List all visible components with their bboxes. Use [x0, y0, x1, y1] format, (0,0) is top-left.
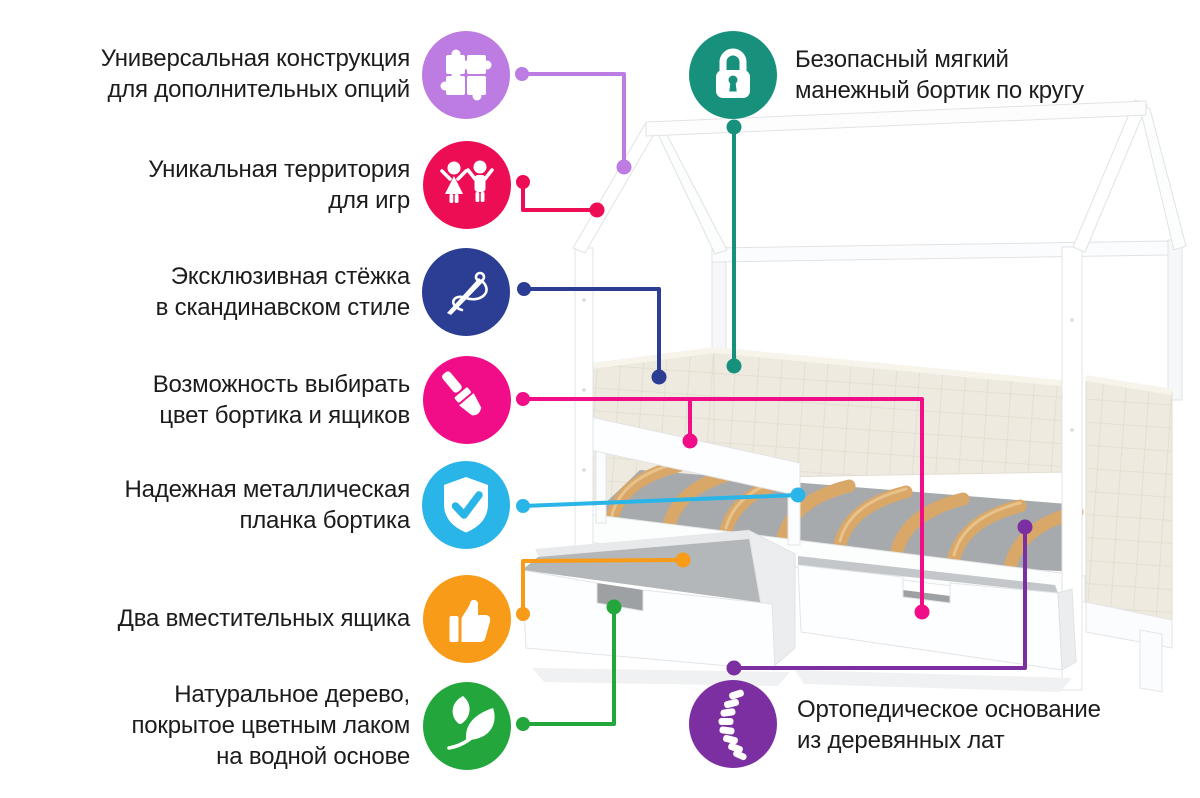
feature-label-orthopedic-base: Ортопедическое основание из деревянных л… — [797, 694, 1101, 756]
shield-check-icon — [422, 461, 510, 549]
feature-label-safe-bumper: Безопасный мягкий манежный бортик по кру… — [795, 44, 1084, 106]
bumper-foot-panel — [1085, 377, 1173, 621]
callout-dots-natural-wood — [516, 599, 622, 731]
lock-icon — [689, 31, 777, 119]
roof-ridge-beam — [645, 100, 1147, 137]
feature-line: Два вместительных ящика — [117, 605, 411, 632]
feature-label-exclusive-stitching: Эксклюзивная стёжка в скандинавском стил… — [155, 261, 411, 323]
callout-line-two-drawers — [521, 558, 685, 616]
callout-line-orthopedic-base — [732, 525, 1027, 670]
callout-dots-two-drawers — [516, 552, 691, 621]
callout-line-universal-construction — [520, 72, 626, 169]
kids-icon — [423, 141, 511, 229]
drawer-right-shadow — [795, 670, 1072, 692]
feature-label-unique-territory: Уникальная территория для игр — [148, 154, 410, 216]
feature-line: из деревянных лат — [797, 727, 1005, 754]
feature-line: в скандинавском стиле — [155, 294, 411, 321]
feature-line: Возможность выбирать — [152, 371, 411, 398]
drawer-left-front — [521, 569, 776, 671]
feature-line: Надежная металлическая — [124, 476, 411, 503]
callout-dots-color-choice — [516, 392, 930, 620]
callout-line-metal-plank — [521, 493, 800, 508]
feature-label-metal-plank: Надежная металлическая планка бортика — [124, 474, 411, 536]
bed-back-rail — [711, 240, 1169, 263]
feature-line: Уникальная территория — [148, 156, 410, 183]
drawer-right-side — [1057, 588, 1077, 671]
thumbs-up-icon — [423, 575, 511, 663]
callout-dots-safe-bumper — [726, 119, 742, 374]
drawer-left-floor — [522, 539, 772, 604]
feature-line: покрытое цветным лаком — [131, 712, 410, 739]
feature-line: Универсальная конструкция — [100, 45, 410, 72]
callout-dots-unique-territory — [516, 175, 605, 218]
feature-label-universal-construction: Универсальная конструкция для дополнител… — [101, 43, 410, 105]
right-gable-rear-slope — [1138, 103, 1187, 251]
callout-dots-metal-plank — [516, 487, 806, 513]
feature-line: Натуральное дерево, — [174, 681, 410, 708]
feature-label-two-drawers: Два вместительных ящика — [117, 603, 411, 634]
bed-illustration — [521, 99, 1187, 693]
callout-dots-universal-construction — [515, 67, 632, 175]
leaf-icon — [423, 682, 511, 770]
feature-label-natural-wood: Натуральное дерево, покрытое цветным лак… — [131, 679, 410, 772]
callout-dots-orthopedic-base — [726, 519, 1033, 676]
drawer-right — [795, 556, 1077, 692]
bed-foot-leg — [1139, 629, 1163, 693]
needle-icon — [422, 248, 510, 336]
drawer-right-rim — [798, 556, 1058, 593]
callout-line-unique-territory — [521, 180, 599, 212]
bed-rear-right-post — [1167, 239, 1183, 401]
bed-front-left-post — [574, 247, 594, 563]
callout-line-natural-wood — [521, 605, 616, 726]
feature-line: для игр — [328, 187, 410, 214]
feature-line: Ортопедическое основание — [797, 696, 1101, 723]
feature-line: цвет бортика и ящиков — [159, 402, 410, 429]
feature-line: на водной основе — [216, 743, 410, 770]
feature-line: для дополнительных опций — [107, 76, 410, 103]
drawer-left-back-wall — [535, 530, 752, 559]
bumper-top-highlight — [591, 347, 1071, 387]
paintbrush-icon — [423, 356, 511, 444]
guard-rail-left-leg — [595, 444, 607, 524]
bumper-foot-top-highlight — [1085, 375, 1173, 395]
left-gable-rear-slope — [654, 127, 728, 255]
drawer-left — [521, 529, 796, 686]
feature-label-color-choice: Возможность выбирать цвет бортика и ящик… — [152, 369, 411, 431]
feature-line: Эксклюзивная стёжка — [170, 263, 410, 290]
feature-line: манежный бортик по кругу — [795, 77, 1084, 104]
drawer-right-front — [797, 564, 1063, 671]
left-gable-front-slope — [572, 123, 658, 254]
callout-lines — [515, 67, 1033, 731]
feature-line: Безопасный мягкий — [795, 46, 1009, 73]
callout-dots-exclusive-stitching — [517, 282, 667, 385]
spine-icon — [689, 680, 777, 768]
right-gable-front-slope — [1072, 99, 1148, 253]
callout-line-exclusive-stitching — [522, 287, 661, 379]
feature-line: планка бортика — [239, 507, 410, 534]
puzzle-icon — [422, 31, 510, 119]
